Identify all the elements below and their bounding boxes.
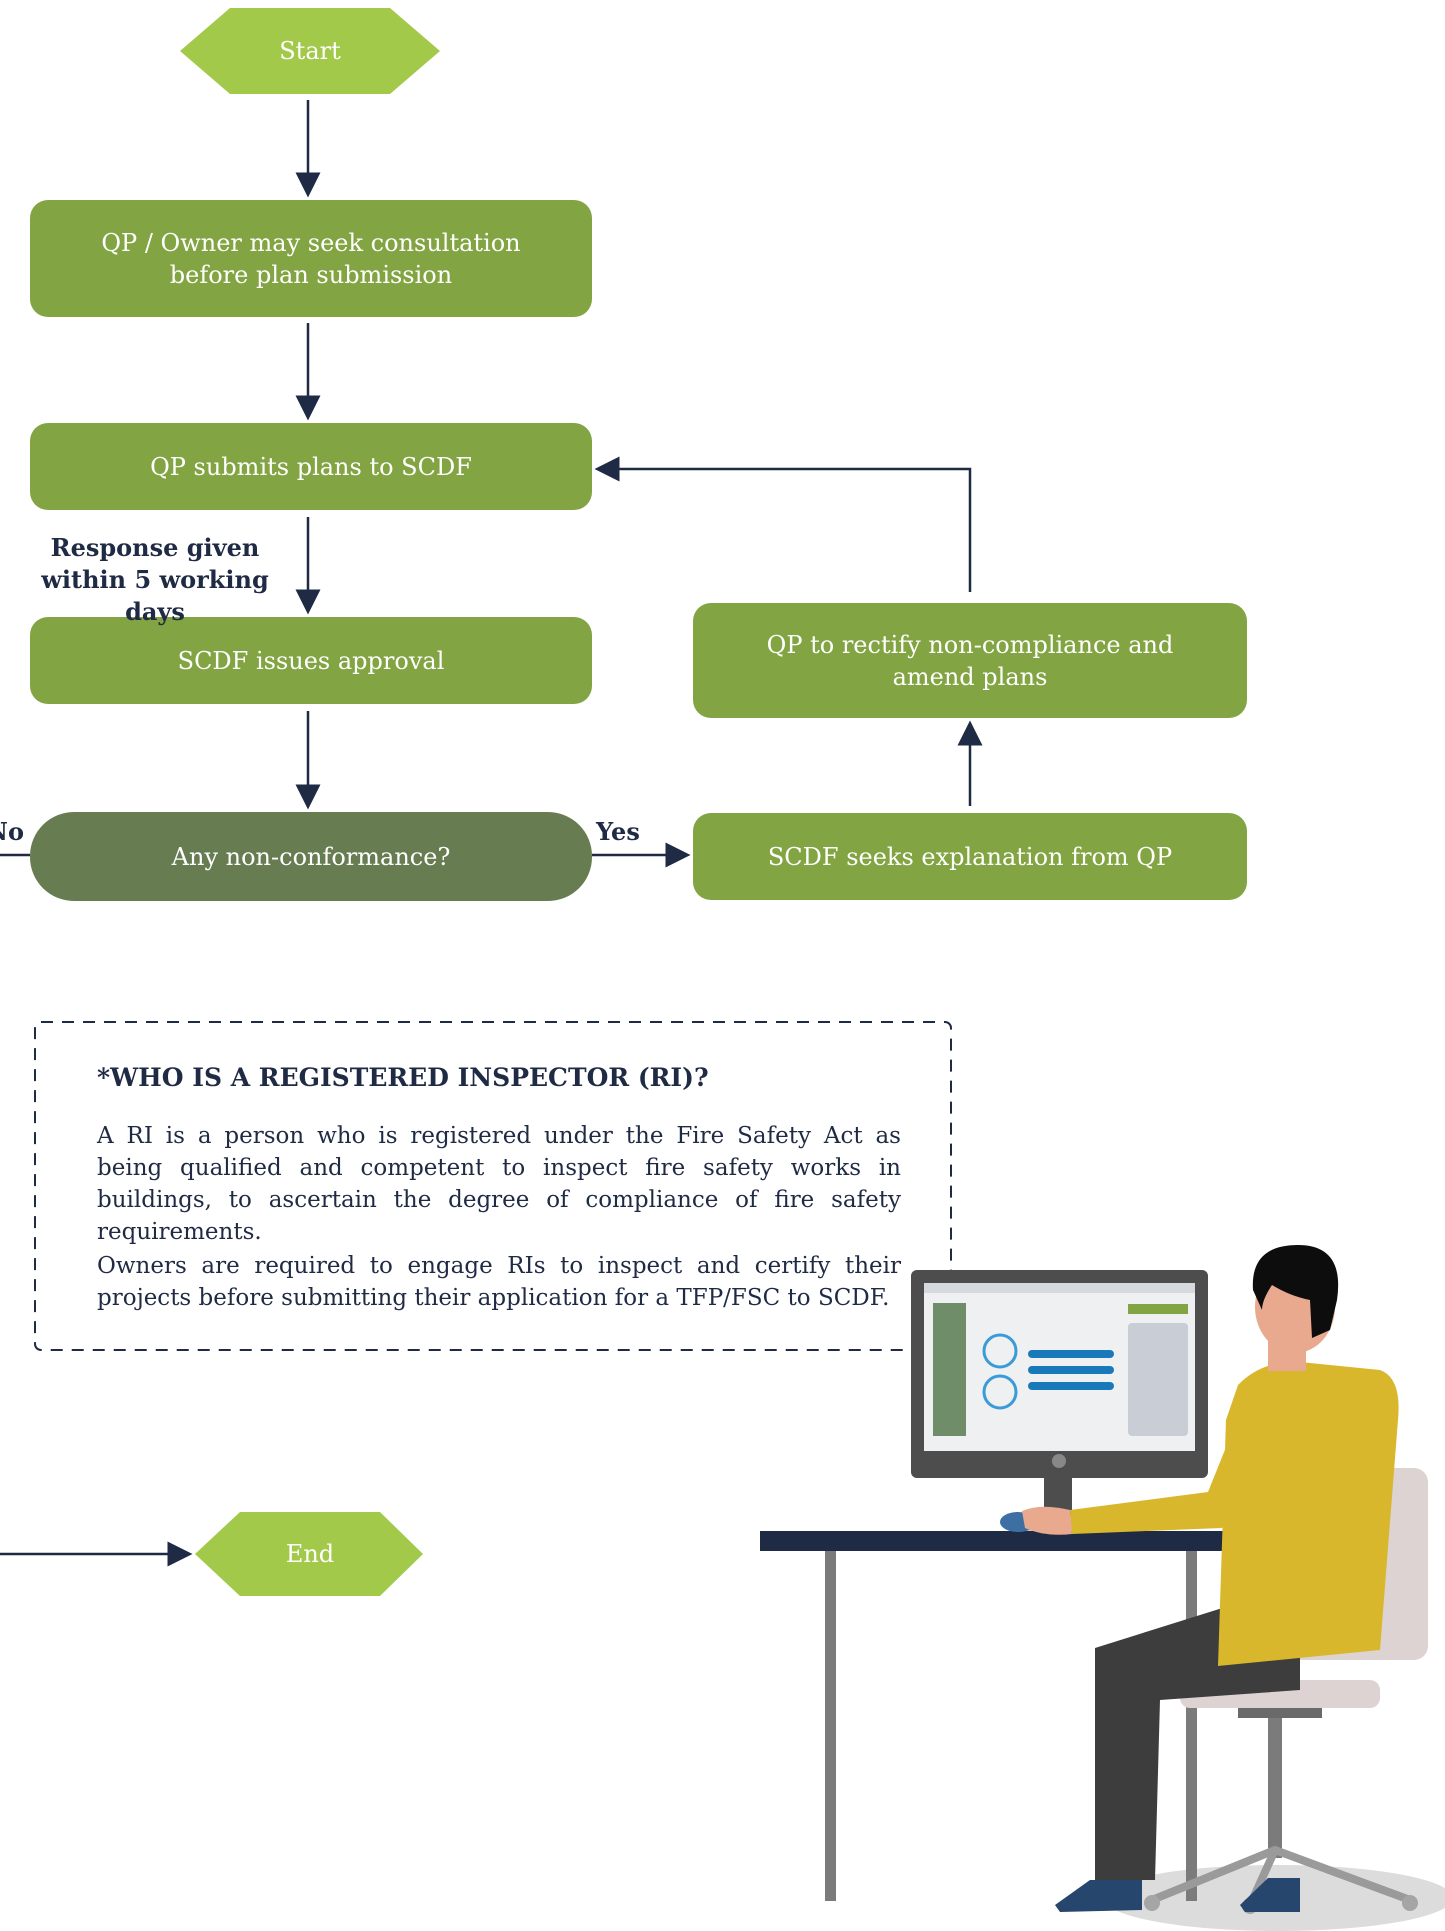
screen-line-2	[1028, 1366, 1114, 1374]
submit-box	[30, 423, 592, 510]
ri-box-border	[34, 1021, 952, 1351]
person-shoe-left	[1055, 1880, 1142, 1912]
no-label: No	[0, 817, 24, 846]
screen-circle-2	[982, 1374, 1018, 1410]
arrow-rectify-to-submit	[594, 456, 972, 592]
explanation-label: SCDF seeks explanation from QP	[767, 842, 1173, 871]
screen-circle-1	[982, 1333, 1018, 1369]
chair-wheel	[1144, 1895, 1160, 1911]
person-hair	[1252, 1245, 1339, 1338]
desk-leg-left	[825, 1551, 836, 1901]
chair-leg	[1271, 1846, 1414, 1904]
start-label: Start	[279, 37, 341, 65]
ri-title: *WHO IS A REGISTERED INSPECTOR (RI)?	[97, 1063, 709, 1092]
approval-box	[30, 617, 592, 704]
rectify-box	[693, 603, 1247, 718]
screen-right-panel	[1128, 1323, 1188, 1436]
decision-box	[30, 812, 592, 901]
chair-leg	[1148, 1846, 1279, 1904]
screen-line-3	[1028, 1382, 1114, 1390]
response-note: Response given within 5 working days	[41, 533, 269, 626]
end-terminal	[195, 1512, 423, 1596]
monitor-power-dot	[1052, 1454, 1066, 1468]
yes-label: Yes	[596, 817, 640, 846]
decision-label: Any non-conformance?	[171, 842, 451, 871]
end-label: End	[285, 1540, 335, 1568]
approval-label: SCDF issues approval	[177, 646, 445, 675]
monitor-screen-topbar	[924, 1283, 1195, 1293]
ri-paragraph-1: A RI is a person who is registered under…	[97, 1123, 901, 1245]
chair-post-collar	[1238, 1708, 1322, 1718]
consultation-label: QP / Owner may seek consultation before …	[101, 228, 521, 289]
person-legs	[1095, 1605, 1300, 1880]
person-arm	[1070, 1400, 1270, 1534]
person-shoe-right	[1240, 1878, 1300, 1912]
rectify-label: QP to rectify non-compliance and amend p…	[766, 630, 1174, 691]
desk-leg-right	[1186, 1551, 1197, 1901]
screen-green-tab	[1128, 1304, 1188, 1314]
start-terminal	[180, 8, 440, 94]
person-at-computer-illustration	[760, 1245, 1445, 1931]
chair-wheel	[1402, 1895, 1418, 1911]
person-hand	[1022, 1506, 1072, 1535]
desk-top	[760, 1531, 1260, 1551]
chair-post	[1268, 1708, 1282, 1858]
screen-sidebar	[933, 1303, 966, 1436]
screen-line-1	[1028, 1350, 1114, 1358]
submit-label: QP submits plans to SCDF	[150, 452, 472, 481]
ri-paragraph-2: Owners are required to engage RIs to ins…	[97, 1253, 901, 1311]
explanation-box	[693, 813, 1247, 900]
consultation-box	[30, 200, 592, 317]
